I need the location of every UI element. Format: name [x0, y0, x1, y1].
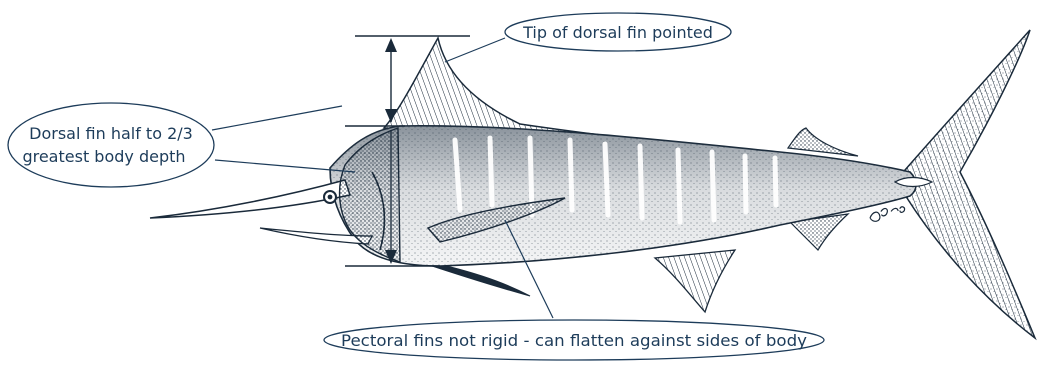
- second-dorsal-fin: [788, 128, 858, 156]
- marlin-illustration: [150, 30, 1035, 338]
- callout-dorsal-tip-text: Tip of dorsal fin pointed: [522, 23, 713, 42]
- pelvic-fin: [420, 262, 530, 296]
- anal-fin: [655, 250, 735, 312]
- callout-pectoral-text: Pectoral fins not rigid - can flatten ag…: [341, 331, 807, 350]
- callout-dorsal-depth-line2: greatest body depth: [22, 147, 185, 166]
- callout-pectoral: Pectoral fins not rigid - can flatten ag…: [324, 320, 824, 360]
- callout-dorsal-depth-line1: Dorsal fin half to 2/3: [29, 124, 193, 143]
- callout-dorsal-tip: Tip of dorsal fin pointed: [505, 13, 731, 51]
- artist-signature: [869, 205, 906, 223]
- dorsal-fin: [384, 38, 640, 140]
- bill: [150, 180, 350, 218]
- callout-dorsal-depth: Dorsal fin half to 2/3 greatest body dep…: [8, 103, 214, 187]
